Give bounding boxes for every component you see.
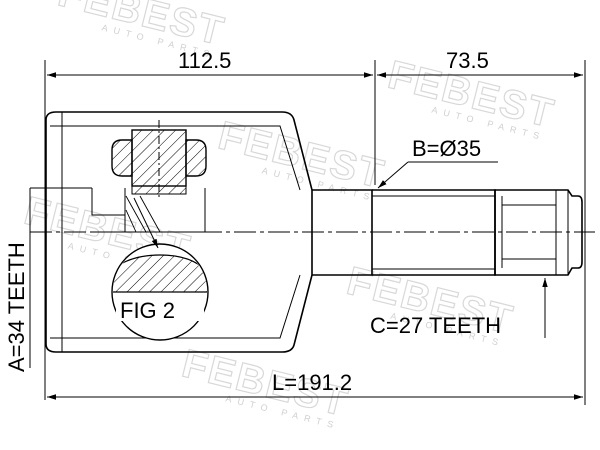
dim-label-shaft-diameter: B=Ø35 <box>412 136 481 161</box>
housing-inner-bottom <box>50 274 301 339</box>
bore-step-top <box>91 188 125 216</box>
spider-base <box>131 185 187 195</box>
dim-label-inner-teeth: A=34 TEETH <box>4 242 29 372</box>
dim-label-overall: L=191.2 <box>272 370 352 395</box>
leader-shaft-diameter <box>377 161 409 189</box>
fig2-detail: FIG 2 <box>111 197 209 341</box>
fig2-leader <box>133 197 159 249</box>
spline-hatch <box>125 195 161 233</box>
spline-end <box>494 189 583 276</box>
dim-label-outer-teeth: C=27 TEETH <box>370 313 501 338</box>
roller-right <box>185 139 207 177</box>
fig2-label: FIG 2 <box>120 298 175 323</box>
roller-left <box>111 139 133 177</box>
spider-section <box>111 120 207 233</box>
watermark-brand-1: FEBEST <box>54 0 229 54</box>
fig2-label-bg <box>116 293 204 321</box>
neck <box>312 189 373 276</box>
fig2-hatched-area <box>113 254 207 293</box>
housing-inner-top <box>50 125 301 191</box>
dim-label-112: 112.5 <box>178 48 231 73</box>
dim-label-73: 73.5 <box>446 48 489 73</box>
